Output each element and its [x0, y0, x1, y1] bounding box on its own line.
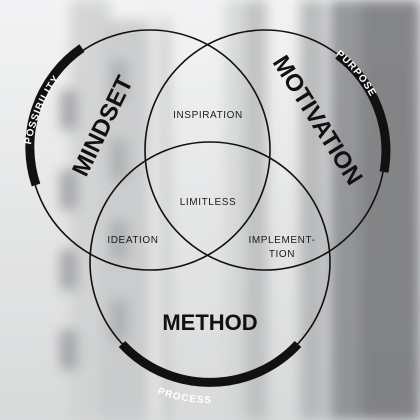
mindset-label: MINDSET [67, 71, 139, 180]
implementation-label-line2: TION [269, 249, 295, 260]
process-arc-label: PROCESS [156, 386, 212, 406]
limitless-label: LIMITLESS [180, 197, 237, 208]
purpose-arc-label: PURPOSE [334, 48, 378, 98]
method-circle: PROCESS [89, 141, 331, 406]
mindset-circle: POSSIBILITY [23, 29, 271, 271]
inspiration-label: INSPIRATION [173, 110, 243, 121]
ideation-label: IDEATION [107, 235, 158, 246]
implementation-label-line1: IMPLEMENT- [248, 235, 315, 246]
method-label: METHOD [162, 310, 257, 335]
